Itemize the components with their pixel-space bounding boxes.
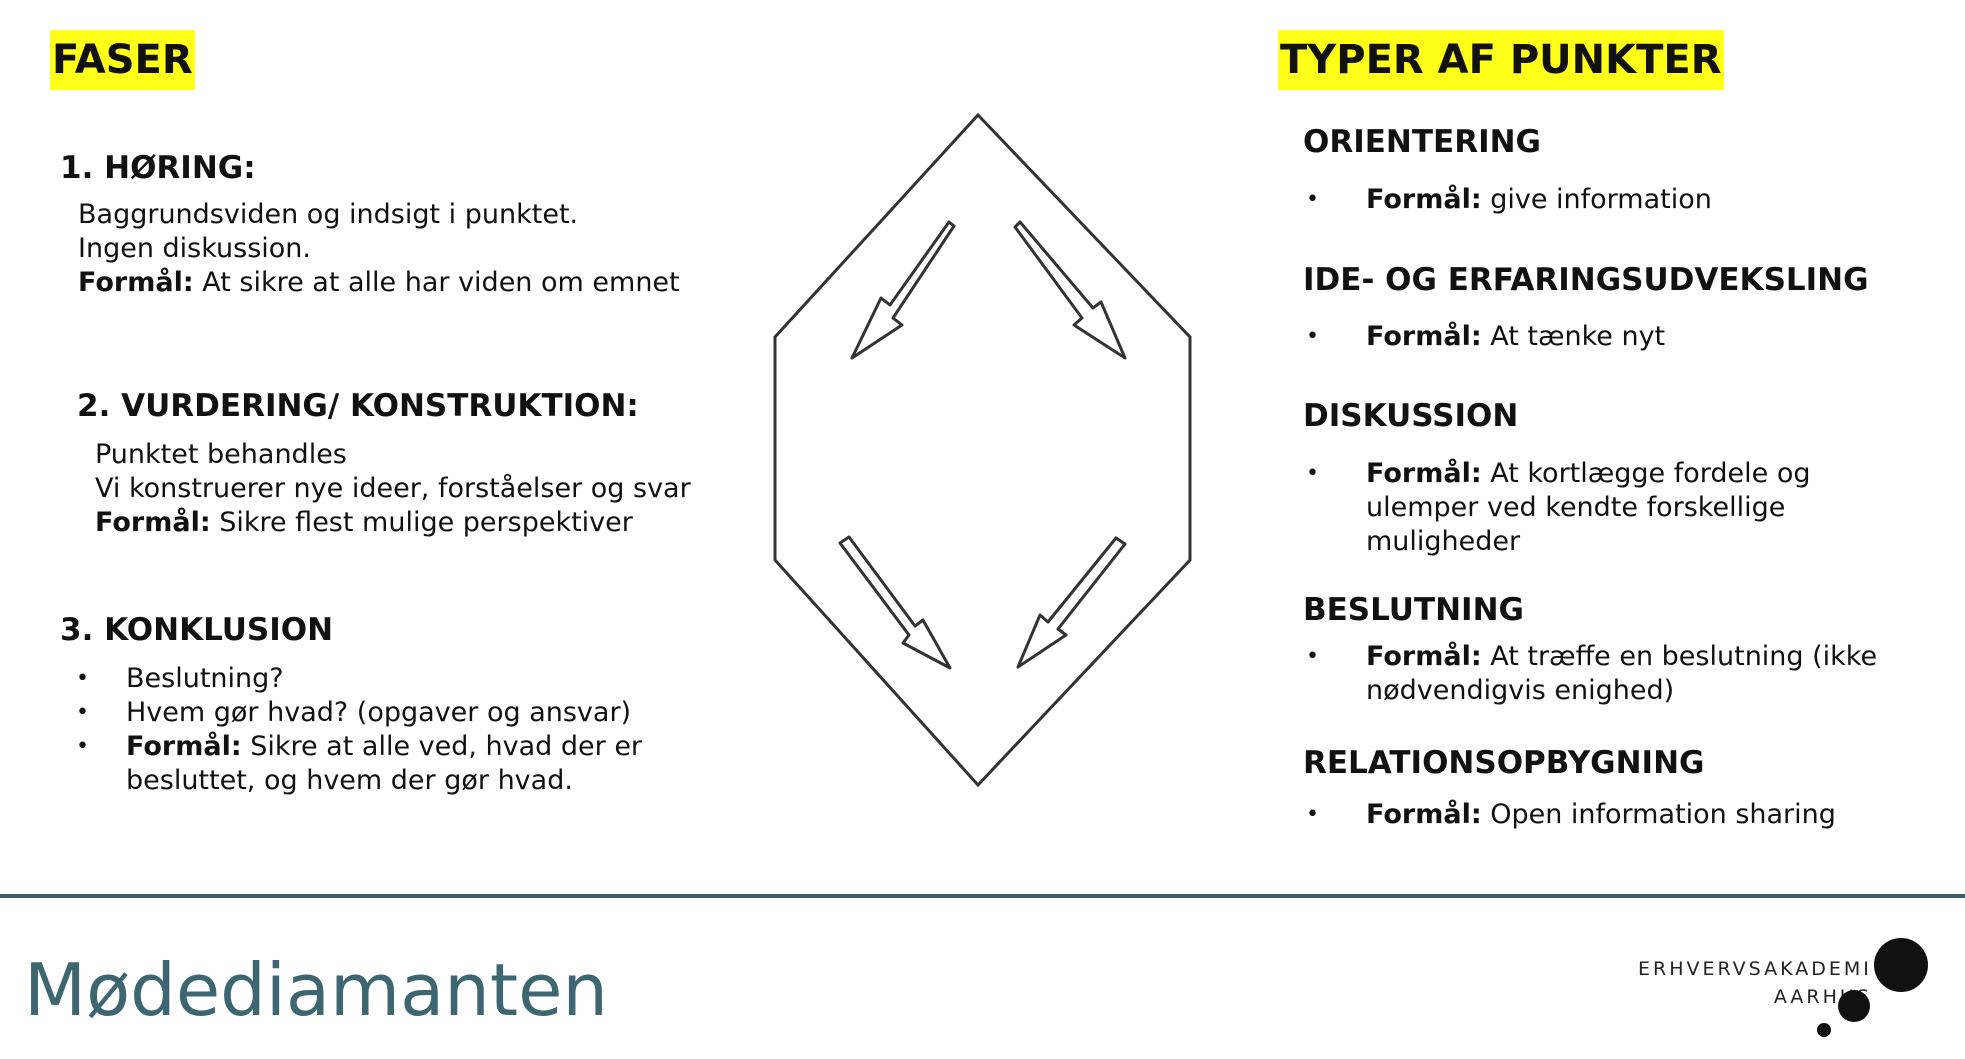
type-1-list: Formål: give information — [1306, 183, 1906, 217]
arrow-bottom-left-icon — [838, 535, 952, 670]
purpose-text: Open information sharing — [1481, 799, 1836, 830]
list-item: Formål: Sikre at alle ved, hvad der er b… — [76, 730, 686, 798]
logo-dots-icon — [1817, 938, 1928, 1037]
list-item: Formål: At træffe en beslutning (ikke nø… — [1306, 640, 1906, 708]
list-item: Formål: At kortlægge fordele og ulemper … — [1306, 457, 1866, 559]
purpose-label: Formål: — [1366, 641, 1482, 672]
list-item: Hvem gør hvad? (opgaver og ansvar) — [76, 696, 776, 730]
faser-header: FASER — [50, 30, 195, 90]
purpose-label: Formål: — [78, 267, 194, 298]
phase-1-title: 1. HØRING: — [60, 150, 256, 186]
meeting-diamond-diagram — [773, 112, 1192, 788]
logo-line-1: ERHVERVSAKADEMI — [1638, 958, 1872, 980]
phase-2-line-1: Punktet behandles — [95, 439, 347, 470]
type-1-title: ORIENTERING — [1303, 124, 1541, 160]
list-item: Formål: At tænke nyt — [1306, 320, 1906, 354]
phase-2-purpose: Formål: Sikre flest mulige perspektiver — [95, 506, 691, 540]
list-item: Formål: Open information sharing — [1306, 798, 1906, 832]
purpose-text: At træffe en beslutning (ikke nødvendigv… — [1366, 641, 1878, 706]
phase-3-list: Beslutning? Hvem gør hvad? (opgaver og a… — [76, 662, 776, 798]
purpose-text: Sikre at alle ved, hvad der er besluttet… — [126, 731, 643, 796]
diamond-outline — [773, 112, 1192, 788]
phase-2-line-2: Vi konstruerer nye ideer, forståelser og… — [95, 473, 691, 504]
typer-header: TYPER AF PUNKTER — [1278, 30, 1724, 90]
purpose-label: Formål: — [1366, 184, 1482, 215]
purpose-label: Formål: — [1366, 799, 1482, 830]
footer-divider — [0, 894, 1965, 898]
purpose-text: give information — [1481, 184, 1712, 215]
type-5-title: RELATIONSOPBYGNING — [1303, 745, 1705, 781]
purpose-label: Formål: — [95, 507, 211, 538]
phase-1-purpose: Formål: At sikre at alle har viden om em… — [78, 266, 680, 300]
phase-2-text: Punktet behandles Vi konstruerer nye ide… — [95, 438, 691, 540]
footer-title: Mødediamanten — [24, 948, 609, 1032]
purpose-label: Formål: — [1366, 321, 1482, 352]
purpose-text: At sikre at alle har viden om emnet — [193, 267, 680, 298]
purpose-text: Sikre flest mulige perspektiver — [210, 507, 633, 538]
purpose-text: At tænke nyt — [1481, 321, 1666, 352]
purpose-label: Formål: — [126, 731, 242, 762]
arrow-top-left-icon — [850, 220, 956, 360]
list-item: Formål: give information — [1306, 183, 1906, 217]
phase-1-line-1: Baggrundsviden og indsigt i punktet. — [78, 199, 579, 230]
type-4-list: Formål: At træffe en beslutning (ikke nø… — [1306, 640, 1906, 708]
purpose-text: At kortlægge fordele og ulemper ved kend… — [1366, 458, 1811, 557]
purpose-label: Formål: — [1366, 458, 1482, 489]
type-3-list: Formål: At kortlægge fordele og ulemper … — [1306, 457, 1866, 559]
phase-1-text: Baggrundsviden og indsigt i punktet. Ing… — [78, 198, 680, 300]
list-item: Beslutning? — [76, 662, 776, 696]
phase-3-title: 3. KONKLUSION — [60, 612, 334, 648]
type-3-title: DISKUSSION — [1303, 398, 1519, 434]
arrow-top-right-icon — [1013, 220, 1127, 360]
type-5-list: Formål: Open information sharing — [1306, 798, 1906, 832]
type-2-list: Formål: At tænke nyt — [1306, 320, 1906, 354]
type-4-title: BESLUTNING — [1303, 592, 1524, 628]
type-2-title: IDE- OG ERFARINGSUDVEKSLING — [1303, 262, 1869, 298]
phase-1-line-2: Ingen diskussion. — [78, 233, 311, 264]
phase-2-title: 2. VURDERING/ KONSTRUKTION: — [77, 388, 639, 424]
arrow-bottom-right-icon — [1016, 536, 1127, 669]
